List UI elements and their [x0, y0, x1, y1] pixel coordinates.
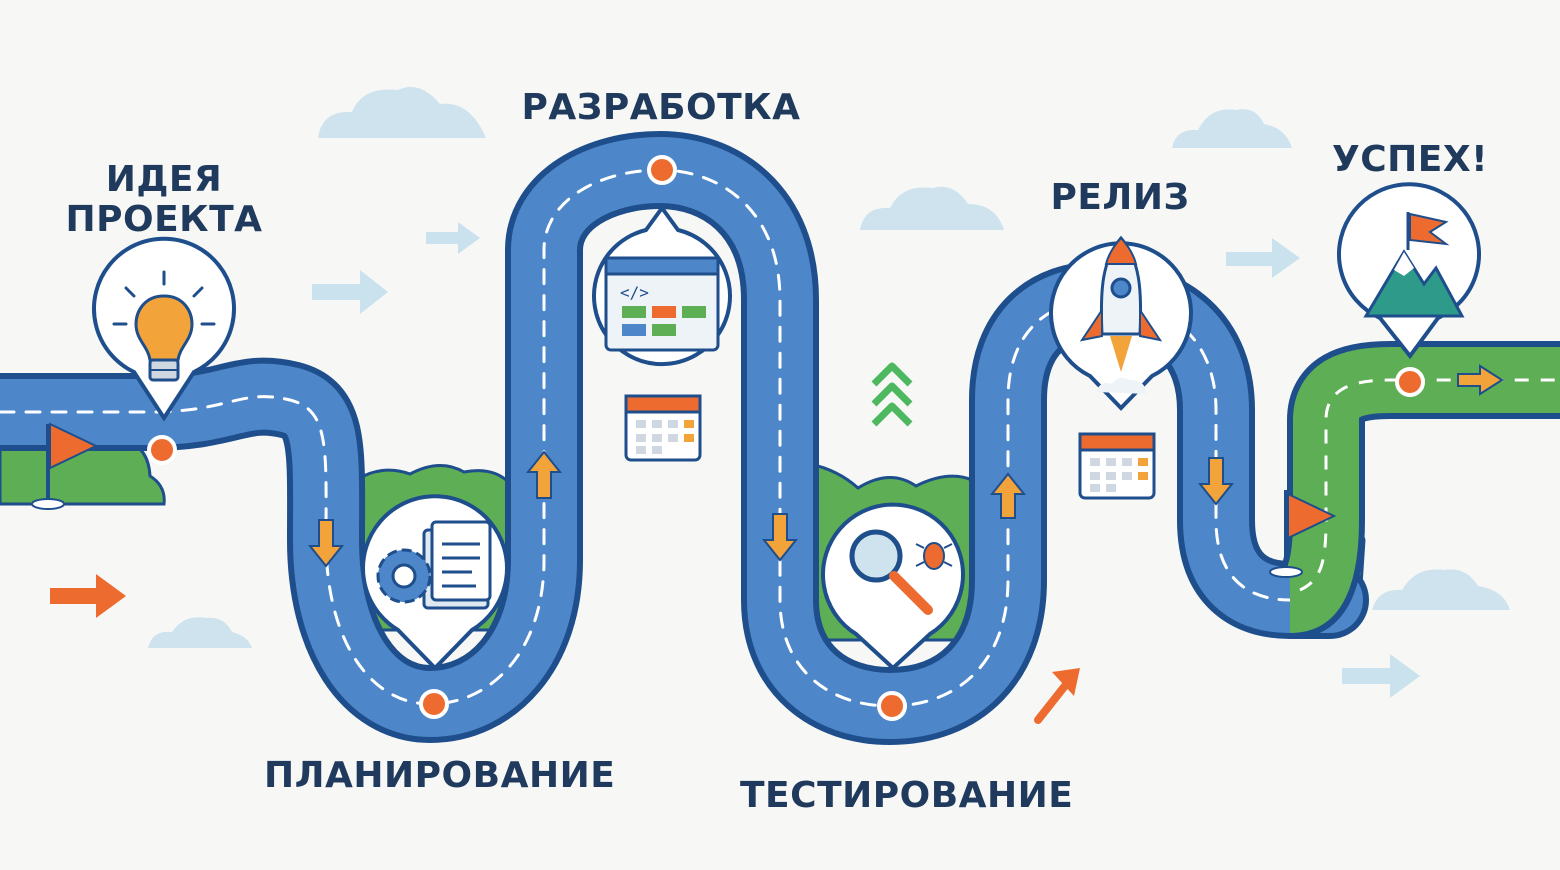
hint-arrow	[426, 222, 480, 254]
calendar-icon	[1078, 432, 1156, 500]
stage-label-line: УСПЕХ!	[1331, 139, 1489, 180]
road-arrow	[525, 450, 563, 499]
stage-label-success: УСПЕХ!	[1320, 140, 1500, 180]
road-arrow	[307, 519, 345, 568]
direction-arrow	[50, 574, 126, 618]
cloud	[148, 617, 252, 648]
stage-label-line: ПЛАНИРОВАНИЕ	[264, 755, 616, 796]
code-window-icon: </>	[592, 204, 732, 367]
cloud	[1172, 109, 1292, 148]
stage-label-testing: ТЕСТИРОВАНИЕ	[740, 775, 1074, 816]
flag-icon	[1269, 490, 1337, 578]
stage-label-line: ИДЕЯ	[105, 159, 223, 200]
magnifier-bug-icon	[821, 502, 965, 671]
svg-text:</>: </>	[620, 283, 649, 302]
direction-arrow	[1034, 668, 1080, 724]
stage-label-development: РАЗРАБОТКА	[516, 88, 806, 128]
cloud	[860, 186, 1004, 230]
milestone-marker	[147, 155, 1425, 721]
stage-label-line: ПРОЕКТА	[65, 199, 263, 240]
hint-arrow	[1342, 654, 1420, 698]
hint-arrow	[1226, 238, 1300, 278]
stage-label-line: РЕЛИЗ	[1050, 177, 1190, 218]
lightbulb-icon	[92, 236, 236, 422]
road-arrow	[761, 513, 799, 562]
road-finish	[1278, 341, 1560, 639]
stage-label-line: РАЗРАБОТКА	[521, 87, 801, 128]
road-arrow	[1457, 364, 1504, 396]
cloud	[1372, 569, 1510, 610]
road-arrow	[1197, 457, 1235, 506]
cloud	[318, 87, 486, 138]
mountain-flag-icon	[1337, 182, 1481, 360]
hint-arrow	[312, 270, 388, 314]
up-chevrons	[871, 362, 913, 427]
flag-icon	[31, 422, 99, 510]
stage-label-planning: ПЛАНИРОВАНИЕ	[264, 755, 616, 796]
road-arrow	[989, 472, 1027, 519]
stage-label-release: РЕЛИЗ	[1040, 178, 1200, 218]
stage-label-line: ТЕСТИРОВАНИЕ	[740, 775, 1074, 816]
gear-checklist-icon	[361, 494, 509, 671]
rocket-icon	[1049, 235, 1193, 411]
calendar-icon	[624, 394, 702, 462]
stage-label-idea: ИДЕЯ ПРОЕКТА	[64, 160, 264, 240]
